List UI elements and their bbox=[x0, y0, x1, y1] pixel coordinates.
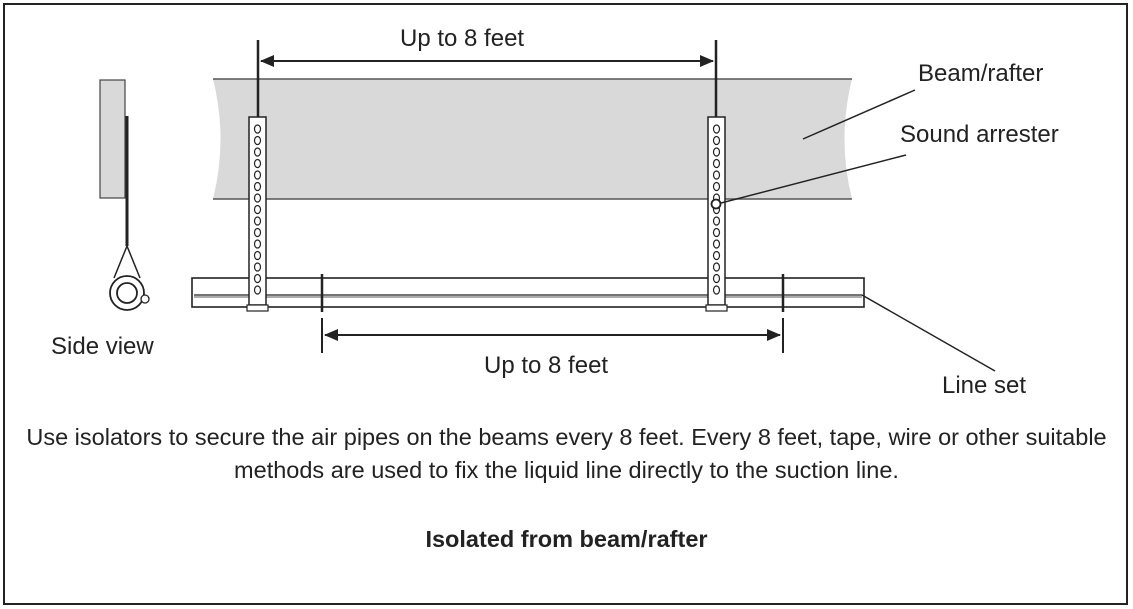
strap-hole bbox=[253, 193, 262, 203]
strap-hole bbox=[253, 216, 262, 226]
isolator-strap-right bbox=[705, 116, 728, 312]
strap-hole bbox=[253, 124, 262, 134]
line-set-pipe bbox=[191, 277, 865, 308]
strap-hole bbox=[253, 158, 262, 169]
strap-hole bbox=[253, 273, 262, 284]
strap-hole bbox=[712, 124, 721, 134]
sound-arrester bbox=[710, 198, 722, 210]
strap-hole bbox=[712, 262, 721, 272]
bottom-span-label: Up to 8 feet bbox=[484, 352, 609, 379]
strap-hole bbox=[712, 227, 721, 238]
strap-hole bbox=[712, 170, 721, 180]
strap-hole bbox=[253, 262, 262, 272]
beam-leader bbox=[802, 89, 916, 140]
strap-hole bbox=[712, 216, 721, 226]
strap-hole bbox=[253, 250, 262, 261]
strap-hole bbox=[712, 250, 721, 261]
beam-rafter bbox=[213, 79, 852, 199]
top-span-label: Up to 8 feet bbox=[400, 25, 525, 52]
side-view-label: Side view bbox=[51, 333, 154, 360]
strap-hole bbox=[712, 158, 721, 169]
line-set-leader bbox=[861, 294, 996, 372]
side-view-drawing bbox=[99, 79, 150, 311]
strap-hole bbox=[712, 239, 721, 249]
strap-hole bbox=[253, 170, 262, 180]
strap-hole bbox=[253, 239, 262, 249]
strap-hole bbox=[712, 147, 721, 157]
strap-hole bbox=[253, 135, 262, 146]
strap-hole bbox=[712, 273, 721, 284]
beam-label: Beam/rafter bbox=[918, 60, 1044, 87]
sound-arrester-label: Sound arrester bbox=[900, 121, 1059, 148]
caption: Use isolators to secure the air pipes on… bbox=[26, 424, 1107, 483]
arrester-leader bbox=[720, 154, 907, 204]
strap-hole bbox=[253, 285, 262, 295]
strap-hole bbox=[712, 181, 721, 192]
line-set-label: Line set bbox=[942, 372, 1027, 399]
strap-hole bbox=[712, 285, 721, 295]
strap-hole bbox=[253, 181, 262, 192]
strap-hole bbox=[712, 135, 721, 146]
subtitle: Isolated from beam/rafter bbox=[425, 526, 708, 552]
strap-hole bbox=[253, 227, 262, 238]
strap-hole bbox=[253, 204, 262, 215]
isolator-strap-left bbox=[246, 116, 269, 312]
strap-hole bbox=[253, 147, 262, 157]
